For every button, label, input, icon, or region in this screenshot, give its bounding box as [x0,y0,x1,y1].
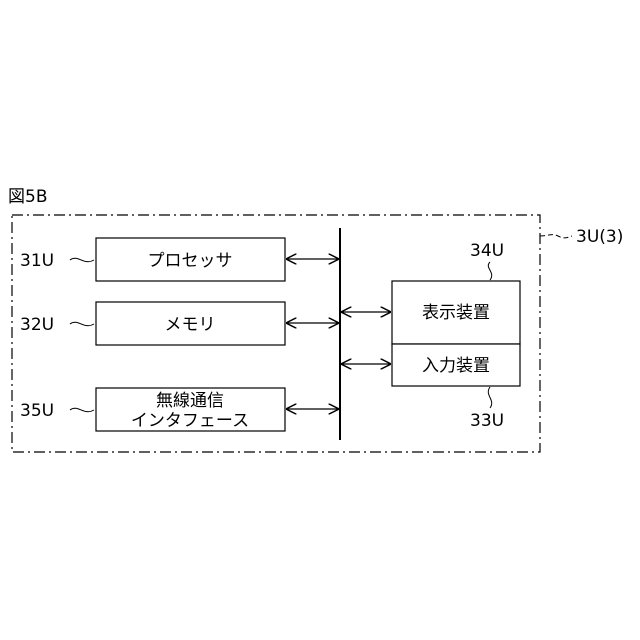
display-device-label: 表示装置 [422,303,490,323]
memory-ref: 32U [20,315,54,335]
input-device-ref-leader [488,387,491,408]
memory-label: メモリ [165,315,216,335]
processor-ref: 31U [20,251,54,271]
input-device-label: 入力装置 [422,356,490,376]
memory-ref-leader [70,322,94,325]
wireless-interface-label-line2: インタフェース [131,411,249,431]
display-device-ref: 34U [470,241,504,261]
figure-title: 図5B [8,187,47,207]
display-device-ref-leader [488,262,491,280]
processor-ref-leader [70,258,94,261]
wireless-interface-label-line1: 無線通信 [156,391,224,411]
system-label-leader [540,235,572,238]
processor-label: プロセッサ [148,251,233,271]
system-label: 3U(3) [576,227,623,247]
wireless-interface-ref: 35U [20,401,54,421]
wireless-interface-ref-leader [70,408,94,411]
input-device-ref: 33U [470,411,504,431]
